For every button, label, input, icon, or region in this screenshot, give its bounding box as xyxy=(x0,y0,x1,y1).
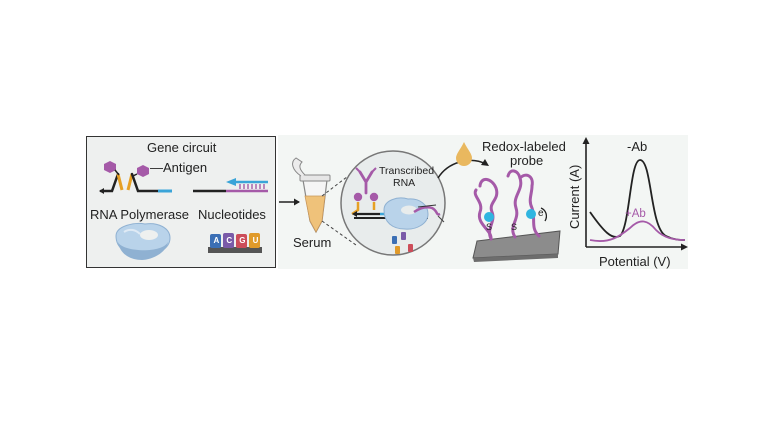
antigen-hexagon-icon xyxy=(104,161,116,173)
probe-label: probe xyxy=(510,153,544,168)
x-axis-label: Potential (V) xyxy=(599,254,671,269)
rna-label: RNA xyxy=(393,177,416,189)
electrode-icon xyxy=(472,230,561,262)
antigen-label: —Antigen xyxy=(150,160,208,175)
plus-ab-label: +Ab xyxy=(625,208,646,220)
nucleotide-letter: G xyxy=(239,236,246,245)
gene-circuit-title: Gene circuit xyxy=(147,140,217,155)
antigen-complex-icon xyxy=(99,161,172,194)
thiol-symbol: S xyxy=(511,222,518,232)
serum-label: Serum xyxy=(293,235,332,250)
redox-probe-left xyxy=(473,178,499,241)
nucleotide-blocks-icon xyxy=(208,233,262,253)
rna-polymerase-icon xyxy=(115,223,171,260)
transcribed-label: Transcribed xyxy=(379,165,435,177)
rna-polymerase-label: RNA Polymerase xyxy=(90,207,189,222)
antigen-hexagon-icon xyxy=(137,165,149,177)
template-dna-icon xyxy=(193,178,268,193)
arrow-to-serum-icon xyxy=(279,198,300,206)
nucleotide-letter: U xyxy=(252,236,259,245)
redox-labeled-label: Redox-labeled xyxy=(482,139,566,154)
nucleotide-letters: A C G U xyxy=(210,236,262,245)
thiol-symbol: S xyxy=(486,222,493,232)
reaction-zoom-circle xyxy=(340,150,446,256)
nucleotides-label: Nucleotides xyxy=(198,207,266,222)
nucleotide-letter: A xyxy=(213,236,220,245)
serum-drop-icon xyxy=(456,142,472,166)
voltammogram-axes xyxy=(582,137,688,251)
curve-plus-ab xyxy=(589,220,686,242)
serum-tube-icon xyxy=(292,157,331,234)
electron-symbol: e xyxy=(538,208,544,219)
curve-minus-ab xyxy=(589,159,686,241)
nucleotide-letter: C xyxy=(226,236,233,245)
redox-probe-right xyxy=(506,169,548,239)
minus-ab-label: -Ab xyxy=(627,139,648,154)
y-axis-label: Current (A) xyxy=(567,164,582,229)
